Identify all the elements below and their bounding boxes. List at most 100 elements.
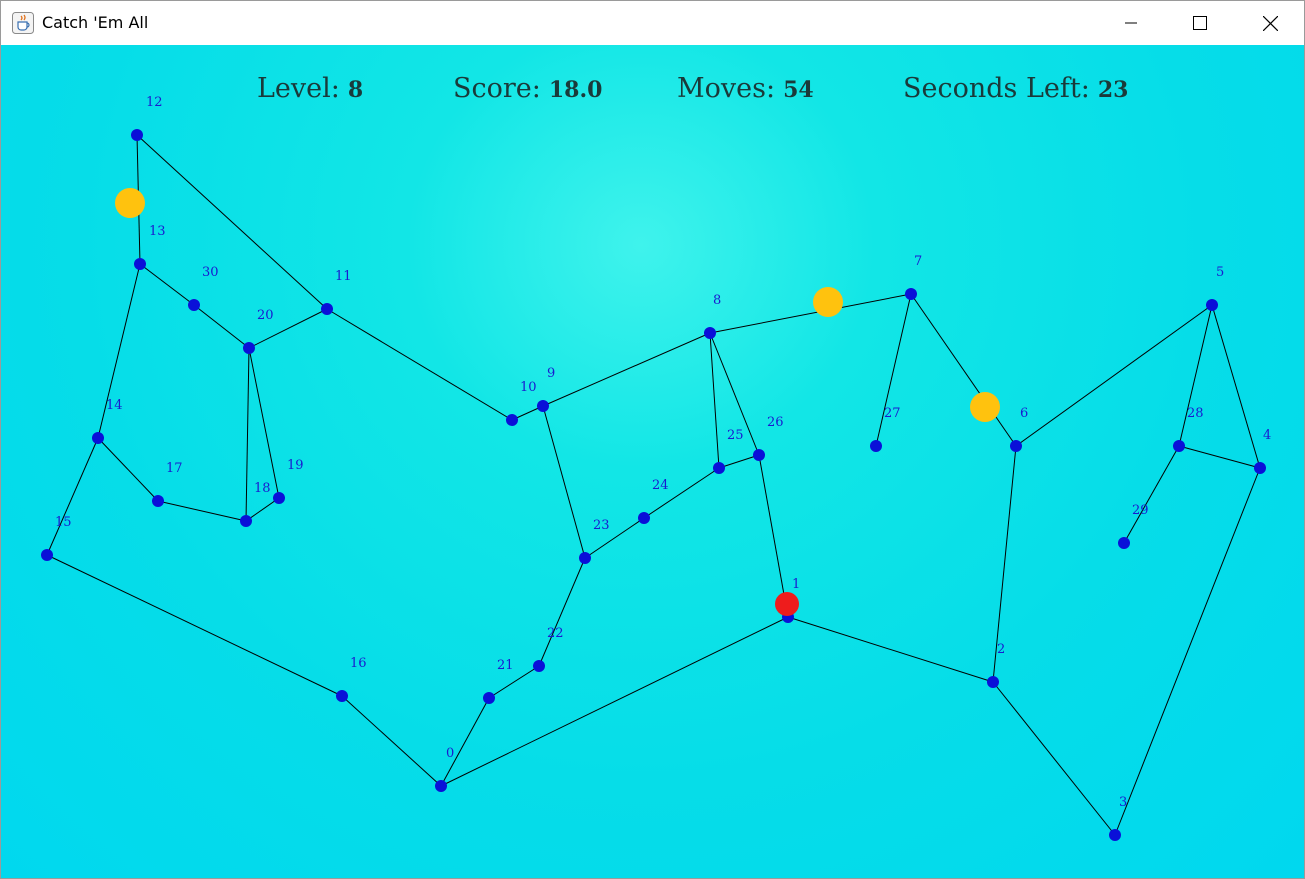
node-0[interactable]: [435, 780, 447, 792]
node-14[interactable]: [92, 432, 104, 444]
node-label-9: 9: [547, 366, 555, 381]
edge-22-23: [538, 557, 586, 667]
node-3[interactable]: [1109, 829, 1121, 841]
node-label-2: 2: [997, 642, 1005, 657]
level-label: Level:: [257, 73, 340, 104]
edge-23-9: [542, 405, 586, 559]
node-23[interactable]: [579, 552, 591, 564]
node-30[interactable]: [188, 299, 200, 311]
target-token-2: [813, 287, 843, 317]
node-24[interactable]: [638, 512, 650, 524]
edge-26-25: [718, 454, 760, 469]
player-token: [775, 592, 799, 616]
edge-12-11: [136, 134, 328, 310]
node-label-18: 18: [254, 481, 271, 496]
node-7[interactable]: [905, 288, 917, 300]
node-label-16: 16: [350, 656, 367, 671]
edge-7-6: [910, 293, 1017, 447]
edge-7-27: [875, 293, 912, 447]
node-8[interactable]: [704, 327, 716, 339]
edge-8-25: [709, 332, 720, 469]
node-4[interactable]: [1254, 462, 1266, 474]
node-16[interactable]: [336, 690, 348, 702]
node-21[interactable]: [483, 692, 495, 704]
minimize-icon: [1125, 22, 1137, 24]
maximize-button[interactable]: [1177, 1, 1223, 45]
node-label-6: 6: [1020, 406, 1028, 421]
window-title: Catch 'Em All: [42, 13, 149, 32]
node-28[interactable]: [1173, 440, 1185, 452]
node-label-10: 10: [520, 380, 537, 395]
node-11[interactable]: [321, 303, 333, 315]
node-label-30: 30: [202, 265, 219, 280]
node-17[interactable]: [152, 495, 164, 507]
edge-24-23: [584, 517, 645, 559]
node-label-14: 14: [106, 398, 123, 413]
node-18[interactable]: [240, 515, 252, 527]
node-15[interactable]: [41, 549, 53, 561]
node-10[interactable]: [506, 414, 518, 426]
node-label-17: 17: [166, 461, 183, 476]
edge-28-29: [1123, 445, 1180, 544]
node-13[interactable]: [134, 258, 146, 270]
node-label-25: 25: [727, 428, 744, 443]
node-25[interactable]: [713, 462, 725, 474]
node-label-22: 22: [547, 626, 564, 641]
edge-28-4: [1178, 445, 1261, 469]
edge-15-16: [46, 554, 343, 697]
edge-16-0: [341, 695, 442, 787]
score-display: Score:18.0: [453, 73, 602, 104]
node-2[interactable]: [987, 676, 999, 688]
node-20[interactable]: [243, 342, 255, 354]
node-29[interactable]: [1118, 537, 1130, 549]
node-label-5: 5: [1216, 265, 1224, 280]
level-value: 8: [347, 77, 364, 103]
edge-2-1: [787, 616, 994, 683]
edge-4-3: [1114, 467, 1261, 836]
node-label-19: 19: [287, 458, 304, 473]
title-bar[interactable]: Catch 'Em All: [1, 1, 1304, 45]
node-26[interactable]: [753, 449, 765, 461]
maximize-icon: [1193, 16, 1207, 30]
edge-5-4: [1211, 304, 1261, 469]
edge-8-7: [709, 293, 912, 334]
node-19[interactable]: [273, 492, 285, 504]
java-cup-icon: [12, 12, 34, 34]
edge-21-22: [488, 665, 540, 699]
minimize-button[interactable]: [1108, 1, 1154, 45]
node-12[interactable]: [131, 129, 143, 141]
node-label-8: 8: [713, 293, 721, 308]
nodes-layer: 0123456789101112131415161718192021222324…: [41, 95, 1271, 841]
node-27[interactable]: [870, 440, 882, 452]
edge-30-20: [193, 304, 250, 349]
edge-18-17: [157, 500, 247, 522]
moves-value: 54: [783, 77, 814, 103]
node-6[interactable]: [1010, 440, 1022, 452]
close-button[interactable]: [1247, 1, 1293, 45]
edge-14-15: [46, 437, 99, 556]
node-label-26: 26: [767, 415, 784, 430]
node-label-21: 21: [497, 658, 514, 673]
node-label-24: 24: [652, 478, 669, 493]
edge-26-1: [758, 454, 789, 618]
graph-svg: 0123456789101112131415161718192021222324…: [41, 95, 1271, 841]
seconds-value: 23: [1097, 77, 1129, 103]
edge-20-11: [248, 308, 328, 349]
close-icon: [1262, 15, 1278, 31]
edge-3-2: [992, 681, 1116, 836]
node-label-12: 12: [146, 95, 163, 110]
node-label-13: 13: [149, 224, 166, 239]
node-label-4: 4: [1263, 428, 1271, 443]
node-label-27: 27: [884, 406, 901, 421]
node-9[interactable]: [537, 400, 549, 412]
edge-19-18: [245, 497, 280, 522]
edge-9-8: [542, 332, 711, 407]
node-label-3: 3: [1119, 795, 1127, 810]
score-value: 18.0: [548, 77, 603, 103]
edge-10-11: [326, 308, 513, 421]
node-label-1: 1: [792, 577, 800, 592]
node-5[interactable]: [1206, 299, 1218, 311]
node-22[interactable]: [533, 660, 545, 672]
